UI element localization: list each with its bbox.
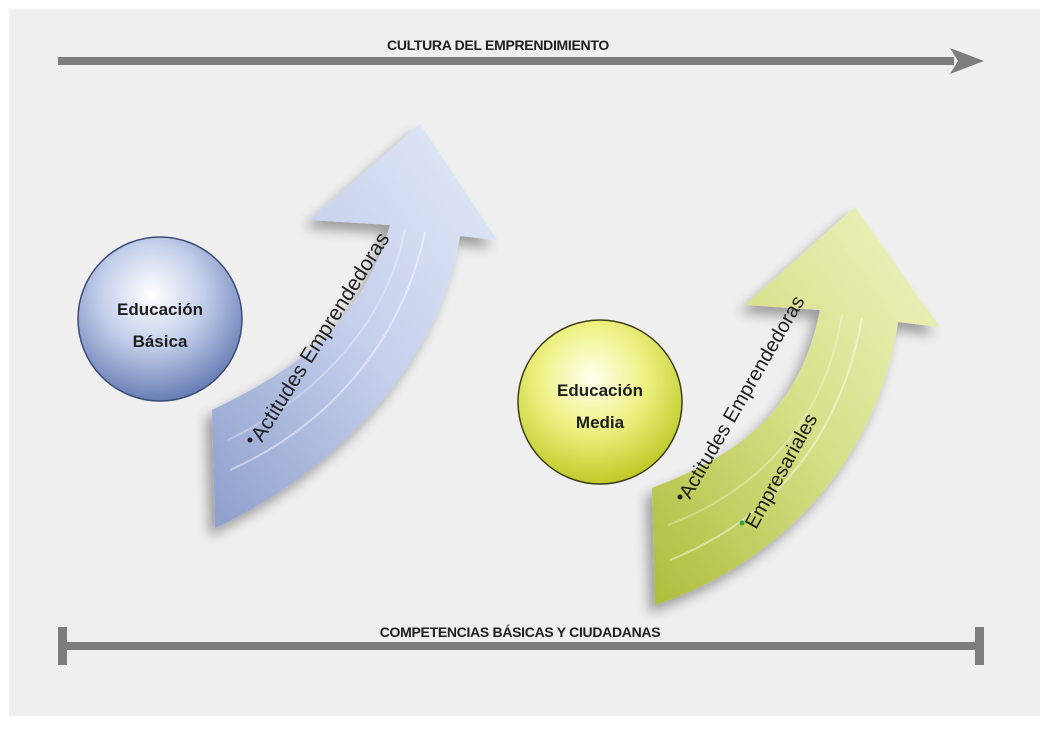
stage-media: Educación Media Actitudes Emprendedoras … [517,207,940,605]
competencies-bar-line [62,642,980,650]
media-item-bullet-1 [677,494,683,500]
competencies-bar: COMPETENCIAS BÁSICAS Y CIUDADANAS [58,624,984,665]
culture-arrow-label: CULTURA DEL EMPRENDIMIENTO [387,37,609,53]
media-item-bullet-2 [739,520,745,526]
competencies-bar-right-cap [975,627,984,665]
basic-growth-arrow [212,124,497,528]
basic-item-bullet [247,437,253,443]
basic-arrow-highlight [229,231,426,471]
basic-education-circle [77,236,243,402]
media-circle-line2: Media [576,413,625,432]
culture-arrow: CULTURA DEL EMPRENDIMIENTO [58,37,984,74]
basic-circle-line2: Básica [133,332,188,351]
culture-arrow-head [950,48,984,74]
media-education-circle [517,319,683,485]
media-arrow-highlight [669,317,863,561]
competencies-bar-left-cap [58,627,67,665]
basic-arrow-highlight-2 [227,229,406,441]
media-arrow-highlight-2 [667,314,843,526]
competencies-bar-label: COMPETENCIAS BÁSICAS Y CIUDADANAS [380,624,661,640]
media-circle-line1: Educación [557,381,643,400]
basic-circle-line1: Educación [117,300,203,319]
media-growth-arrow [652,207,940,605]
culture-arrow-shaft [58,57,954,65]
